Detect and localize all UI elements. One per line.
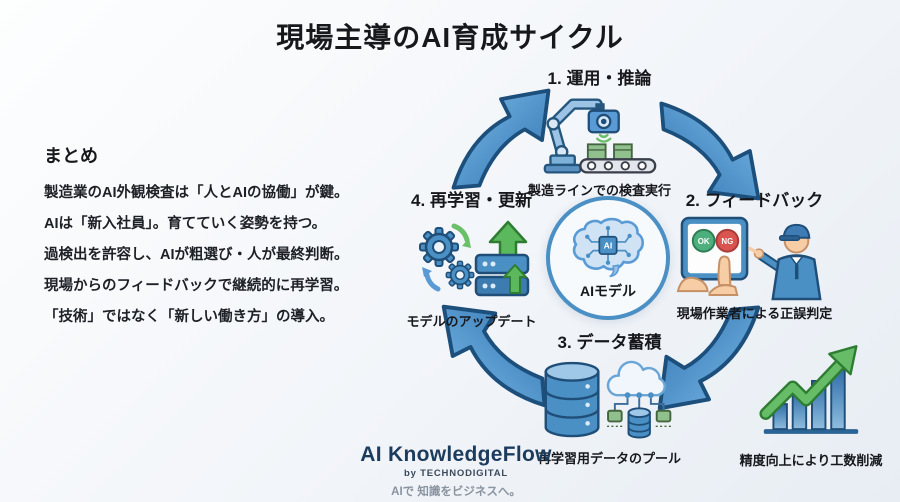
ai-brain-icon: AI xyxy=(572,217,644,277)
stage-4-caption: モデルのアップデート xyxy=(406,314,537,329)
stage-4-retrain: 4. 再学習・更新 xyxy=(394,186,549,330)
stage-1-title: 1. 運用・推論 xyxy=(547,69,652,88)
robot-arm-inspection-icon xyxy=(543,98,656,174)
footer-brand: AI KnowledgeFlow by TECHNODIGITAL AIで 知識… xyxy=(281,443,631,499)
summary-line: 過検出を許容し、AIが粗選び・人が最終判断。 xyxy=(44,247,349,263)
ng-button-label: NG xyxy=(721,237,733,246)
camera-icon xyxy=(587,103,620,134)
stage-3-title: 3. データ蓄積 xyxy=(557,333,662,352)
stage-3-caption: 再学習用データのプール xyxy=(537,451,681,466)
summary-line: 現場からのフィードバックで継続的に再学習。 xyxy=(44,278,349,294)
gear-icon xyxy=(418,227,459,267)
cloud-network-icon xyxy=(606,360,671,439)
server-upgrade-icon xyxy=(474,220,529,297)
gears-server-update-icon xyxy=(418,220,529,297)
parts-boxes-icon xyxy=(586,143,633,161)
stage-2-feedback: 2. フィードバック OK NG xyxy=(662,186,847,322)
ai-model-label: AIモデル xyxy=(580,282,636,299)
summary-heading: まとめ xyxy=(44,146,98,166)
stage-1-operation: 1. 運用・推論 xyxy=(492,64,707,199)
stage-1-caption: 製造ラインでの検査実行 xyxy=(527,183,671,198)
summary-line: 「技術」ではなく「新しい働き方」の導入。 xyxy=(44,309,334,325)
brand-tagline: AIで 知識をビジネスへ。 xyxy=(391,486,521,498)
worker-icon xyxy=(747,223,822,301)
summary-line: AIは「新入社員」。育てていく姿勢を持つ。 xyxy=(44,216,327,232)
stage-4-title: 4. 再学習・更新 xyxy=(411,191,532,210)
brand-byline: by TECHNODIGITAL xyxy=(404,468,508,479)
summary-block: まとめ 製造業のAI外観検査は「人とAIの協働」が鍵。 AIは「新入社員」。育て… xyxy=(44,142,410,340)
ok-button-label: OK xyxy=(697,237,709,246)
feedback-tablet-worker-icon: OK NG xyxy=(676,216,822,301)
database-cloud-icon xyxy=(544,360,671,439)
summary-line: 製造業のAI外観検査は「人とAIの協働」が鍵。 xyxy=(44,185,349,201)
benefit-caption: 精度向上により工数削減 xyxy=(739,453,883,468)
database-stack-icon xyxy=(544,361,600,438)
stage-2-title: 2. フィードバック xyxy=(685,191,824,210)
stage-3-data: 3. データ蓄積 xyxy=(512,328,707,467)
benefit-block: 精度向上により工数削減 xyxy=(726,344,896,469)
growth-chart-icon xyxy=(759,345,859,434)
gear-icon xyxy=(445,260,474,290)
conveyor-belt-icon xyxy=(578,158,656,174)
brand-logo-text: AI KnowledgeFlow xyxy=(360,443,552,466)
page-title: 現場主導のAI育成サイクル xyxy=(276,22,624,53)
ok-ng-tablet-icon: OK NG xyxy=(680,216,748,281)
stage-2-caption: 現場作業者による正誤判定 xyxy=(676,306,833,321)
hands-icon xyxy=(676,255,738,297)
ai-model-hub: AI AIモデル xyxy=(546,196,670,320)
ai-chip-label: AI xyxy=(604,240,613,250)
